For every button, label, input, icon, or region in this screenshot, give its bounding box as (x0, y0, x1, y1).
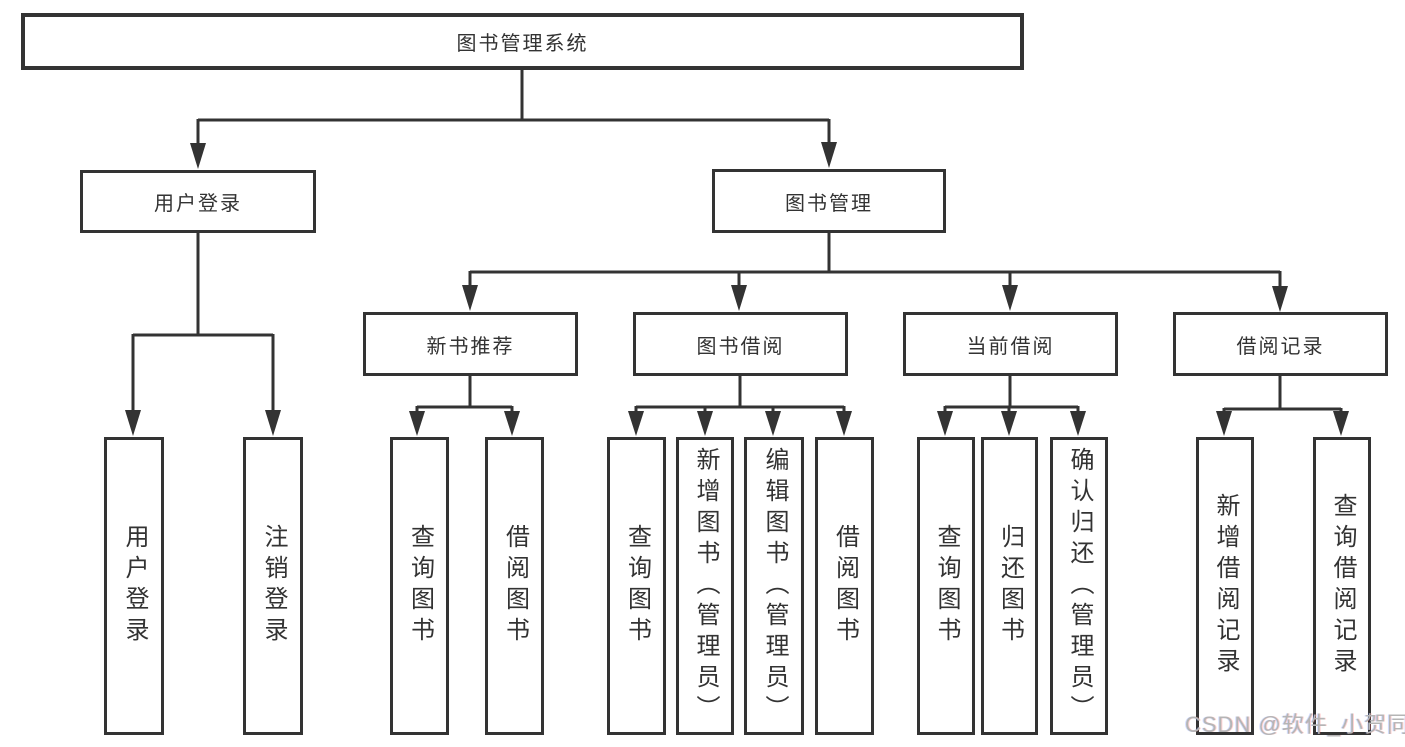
leaf-logout: 注销登录 (243, 437, 303, 735)
node-label: 新书推荐 (426, 335, 515, 358)
leaf-label: 编辑图书（管理员） (761, 446, 788, 726)
node-label: 图书管理系统 (456, 33, 589, 55)
node-book-borrow: 图书借阅 (633, 312, 848, 376)
leaf-confirm-return-admin: 确认归还（管理员） (1050, 437, 1108, 735)
leaf-label: 注销登录 (260, 524, 287, 648)
leaf-return-books: 归还图书 (981, 437, 1038, 735)
leaf-label: 查询图书 (406, 524, 434, 648)
node-label: 当前借阅 (966, 335, 1055, 358)
leaf-query-books-recommend: 查询图书 (390, 437, 449, 735)
node-label: 用户登录 (154, 193, 242, 215)
leaf-label: 新增图书（管理员） (692, 446, 719, 726)
leaf-label: 新增借阅记录 (1212, 493, 1239, 679)
csdn-watermark: CSDN @软件_小贺同学 (1185, 712, 1405, 737)
leaf-query-books-borrow: 查询图书 (607, 437, 666, 735)
node-user-login-branch: 用户登录 (80, 170, 316, 233)
leaf-label: 确认归还（管理员） (1066, 446, 1093, 726)
leaf-add-books-admin: 新增图书（管理员） (676, 437, 734, 735)
node-book-management-branch: 图书管理 (712, 169, 946, 233)
leaf-borrow-books-recommend: 借阅图书 (485, 437, 544, 735)
node-borrow-record: 借阅记录 (1173, 312, 1388, 376)
leaf-edit-books-admin: 编辑图书（管理员） (744, 437, 804, 735)
leaf-borrow-books: 借阅图书 (815, 437, 874, 735)
leaf-label: 用户登录 (121, 524, 148, 648)
leaf-label: 借阅图书 (501, 524, 529, 648)
leaf-label: 借阅图书 (831, 524, 859, 648)
leaf-query-borrow-record: 查询借阅记录 (1313, 437, 1371, 735)
node-new-book-recommend: 新书推荐 (363, 312, 578, 376)
node-label: 借阅记录 (1236, 335, 1325, 358)
node-label: 图书借阅 (696, 335, 785, 358)
node-current-borrow: 当前借阅 (903, 312, 1118, 376)
node-root-library-system: 图书管理系统 (21, 13, 1024, 70)
leaf-add-borrow-record: 新增借阅记录 (1196, 437, 1254, 735)
leaf-label: 查询图书 (933, 524, 960, 648)
leaf-label: 查询借阅记录 (1329, 493, 1356, 679)
leaf-query-books-current: 查询图书 (917, 437, 975, 735)
leaf-user-login: 用户登录 (104, 437, 164, 735)
node-label: 图书管理 (785, 192, 873, 215)
leaf-label: 归还图书 (996, 524, 1024, 648)
leaf-label: 查询图书 (623, 524, 651, 648)
